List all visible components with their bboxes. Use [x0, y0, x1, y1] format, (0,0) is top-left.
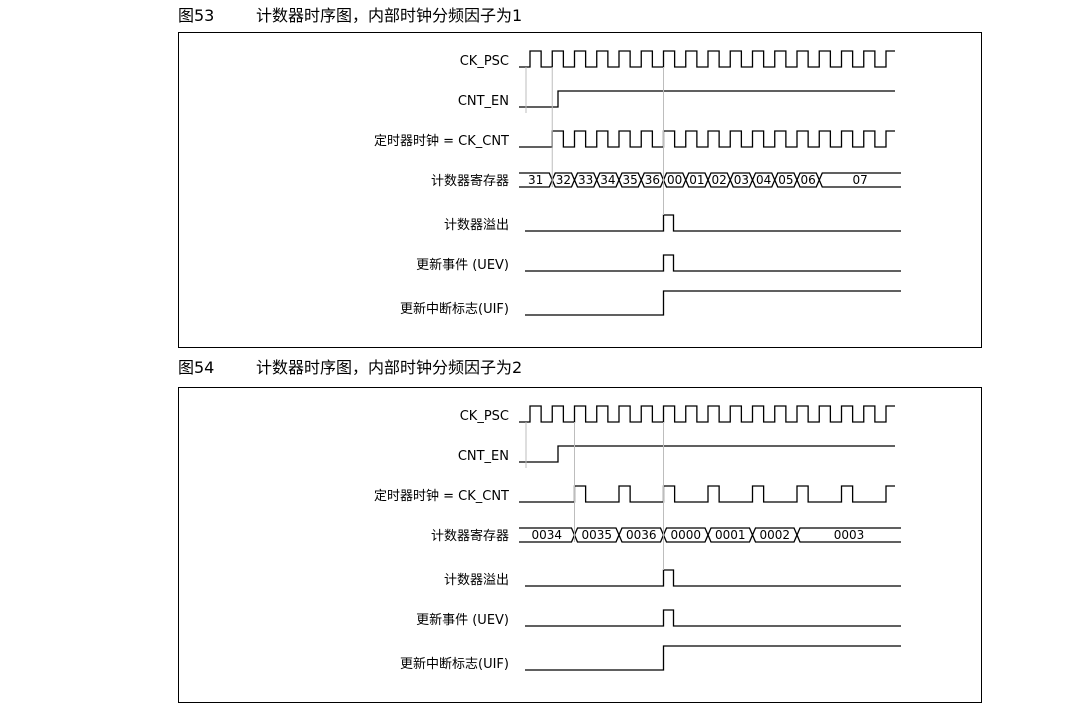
- counter-value: 07: [852, 173, 867, 187]
- update-event-waveform: [525, 254, 901, 272]
- figure-number: 图54: [178, 358, 215, 377]
- counter-value: 34: [600, 173, 615, 187]
- counter-value: 0036: [626, 528, 657, 542]
- counter-overflow-waveform: [525, 569, 901, 587]
- update-interrupt-flag-waveform: [525, 290, 901, 316]
- figure-title: 计数器时序图，内部时钟分频因子为1: [256, 6, 523, 25]
- counter-overflow-label: 计数器溢出: [444, 218, 509, 233]
- timing-diagram-54: CK_PSC CNT_EN 定时器时钟 = CK_CNT 计数器寄存器计数器溢出更新事…: [178, 387, 982, 703]
- counter-register-label: 计数器寄存器: [431, 528, 509, 544]
- counter-value: 04: [756, 173, 771, 187]
- counter-overflow-label: 计数器溢出: [444, 573, 509, 588]
- counter-value: 03: [734, 173, 749, 187]
- counter-value: 02: [711, 173, 726, 187]
- cnt-en-label: CNT_EN: [458, 449, 509, 464]
- counter-value: 06: [800, 173, 815, 187]
- ck-psc-waveform: [519, 50, 895, 68]
- ck-psc-label: CK_PSC: [460, 54, 509, 69]
- ck-cnt-label: 定时器时钟 = CK_CNT: [374, 133, 509, 149]
- ck-cnt-waveform: [519, 485, 895, 503]
- counter-value: 0001: [715, 528, 746, 542]
- counter-value: 0002: [759, 528, 790, 542]
- figure-54-caption: 图54 计数器时序图，内部时钟分频因子为2: [178, 358, 522, 378]
- update-interrupt-flag-label: 更新中断标志(UIF): [400, 301, 509, 317]
- figure-number: 图53: [178, 6, 215, 25]
- counter-value: 31: [528, 173, 543, 187]
- counter-value: 00: [667, 173, 682, 187]
- figure-title: 计数器时序图，内部时钟分频因子为2: [256, 358, 523, 377]
- counter-value: 0000: [670, 528, 701, 542]
- update-event-label: 更新事件 (UEV): [416, 612, 509, 628]
- counter-overflow-waveform: [525, 214, 901, 232]
- counter-value: 36: [645, 173, 660, 187]
- timing-diagram-53: CK_PSC CNT_EN 定时器时钟 = CK_CNT 计数器寄存器计数器溢出更新事…: [178, 32, 982, 348]
- ck-psc-label: CK_PSC: [460, 409, 509, 424]
- timing-svg: CK_PSC CNT_EN 定时器时钟 = CK_CNT 计数器寄存器计数器溢出更新事…: [374, 405, 901, 672]
- update-interrupt-flag-waveform: [525, 645, 901, 671]
- cnt-en-label: CNT_EN: [458, 94, 509, 109]
- cnt-en-waveform: [519, 445, 895, 463]
- counter-value: 0003: [834, 528, 865, 542]
- ck-cnt-label: 定时器时钟 = CK_CNT: [374, 488, 509, 504]
- ck-cnt-waveform: [519, 130, 895, 148]
- counter-value: 05: [778, 173, 793, 187]
- counter-value: 33: [578, 173, 593, 187]
- counter-value-cell: [818, 172, 901, 188]
- counter-value-cell: [796, 527, 901, 543]
- figure-53-caption: 图53 计数器时序图，内部时钟分频因子为1: [178, 6, 522, 26]
- ck-psc-waveform: [519, 405, 895, 423]
- update-event-label: 更新事件 (UEV): [416, 257, 509, 273]
- cnt-en-waveform: [519, 90, 895, 108]
- counter-register-label: 计数器寄存器: [431, 173, 509, 189]
- counter-value: 01: [689, 173, 704, 187]
- counter-value: 0034: [531, 528, 562, 542]
- update-interrupt-flag-label: 更新中断标志(UIF): [400, 656, 509, 672]
- counter-value: 0035: [581, 528, 612, 542]
- timing-svg: CK_PSC CNT_EN 定时器时钟 = CK_CNT 计数器寄存器计数器溢出更新事…: [374, 50, 901, 317]
- counter-value: 32: [556, 173, 571, 187]
- counter-value: 35: [622, 173, 637, 187]
- update-event-waveform: [525, 609, 901, 627]
